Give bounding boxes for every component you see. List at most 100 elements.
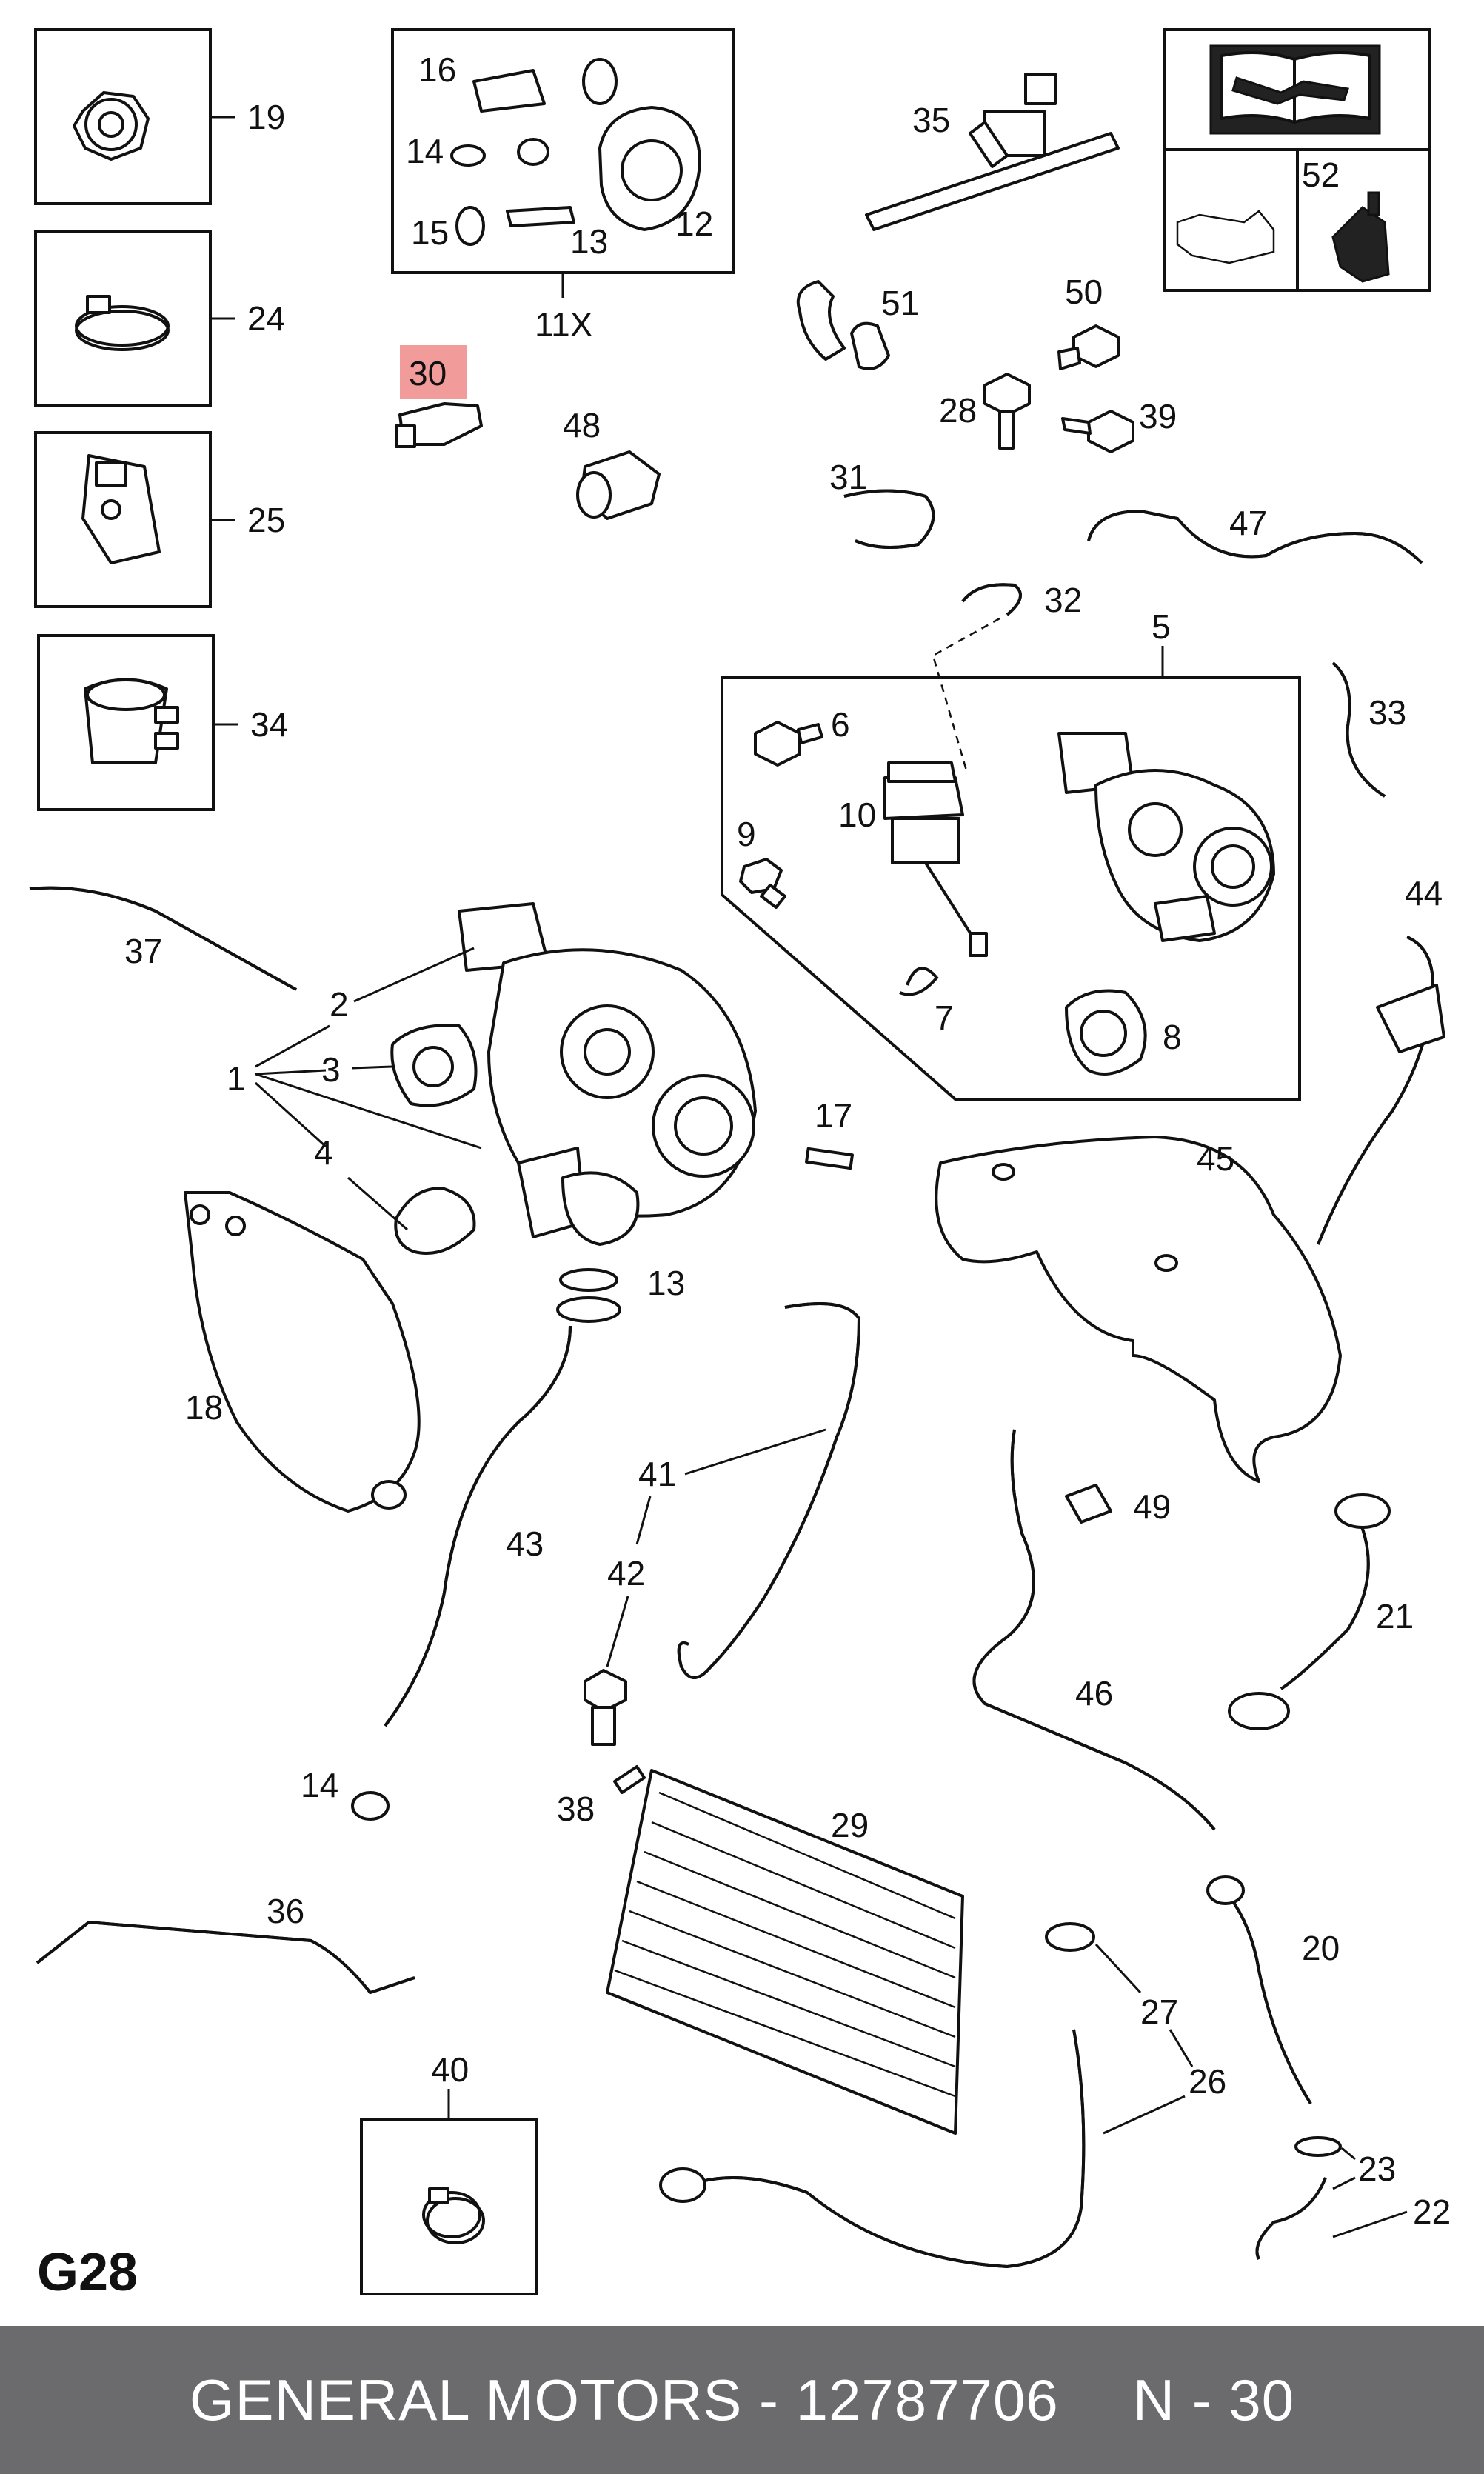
label-12: 12 xyxy=(675,204,713,243)
label-30: 30 xyxy=(409,354,447,393)
hose-37-icon xyxy=(29,886,297,991)
label-46: 46 xyxy=(1075,1674,1113,1713)
hose-20-icon xyxy=(1228,1895,1312,2105)
label-13: 13 xyxy=(647,1264,685,1302)
bolt-28-icon xyxy=(983,373,1031,450)
washer-14-icon xyxy=(351,1791,390,1821)
kit-5-box xyxy=(721,676,1301,1101)
footer-banner: GENERAL MOTORS - 12787706 N - 30 xyxy=(0,2326,1484,2474)
label-23: 23 xyxy=(1358,2150,1396,2188)
sensor-30-icon xyxy=(395,402,483,448)
clip-49-icon xyxy=(1065,1484,1112,1524)
clip-nut-icon xyxy=(81,454,161,564)
hose-clamp-icon xyxy=(75,295,170,351)
label-48: 48 xyxy=(563,406,601,444)
hose-22-icon xyxy=(1255,2177,1327,2260)
label-20: 20 xyxy=(1302,1929,1340,1967)
label-33: 33 xyxy=(1368,693,1406,732)
gasket-3-icon xyxy=(390,1024,478,1107)
label-7: 7 xyxy=(935,998,954,1037)
label-13-kit: 13 xyxy=(570,222,608,261)
turbo-kit-icon xyxy=(1057,732,1275,942)
label-11x: 11X xyxy=(535,305,592,344)
label-28: 28 xyxy=(939,391,977,430)
label-9: 9 xyxy=(737,815,756,853)
heat-shield-18-icon xyxy=(184,1191,421,1513)
label-43: 43 xyxy=(506,1524,544,1563)
label-25: 25 xyxy=(247,501,285,539)
label-8: 8 xyxy=(1163,1018,1182,1056)
highlight-30 xyxy=(400,345,467,399)
label-50: 50 xyxy=(1065,273,1103,311)
label-17: 17 xyxy=(815,1096,852,1135)
label-16: 16 xyxy=(418,50,456,89)
bracket-clamp-icon xyxy=(84,678,179,764)
label-32: 32 xyxy=(1044,581,1082,619)
hose-41-icon xyxy=(677,1302,861,1679)
gasket-set-icon xyxy=(450,58,701,246)
label-38: 38 xyxy=(557,1790,595,1828)
section-code: G28 xyxy=(37,2243,138,2302)
label-29: 29 xyxy=(831,1806,869,1844)
stud-17-icon xyxy=(805,1147,854,1170)
label-26: 26 xyxy=(1189,2062,1226,2101)
clamp-23-icon xyxy=(1294,2136,1342,2157)
bolt-39-icon xyxy=(1061,410,1134,453)
label-15: 15 xyxy=(411,213,449,252)
footer-separator: - xyxy=(759,2367,779,2433)
label-47: 47 xyxy=(1229,504,1267,542)
screw-38-icon xyxy=(613,1765,646,1794)
label-36: 36 xyxy=(267,1892,304,1930)
label-49: 49 xyxy=(1133,1487,1171,1526)
label-52: 52 xyxy=(1302,156,1340,194)
sealant-bottle-icon xyxy=(1331,191,1390,283)
flange-nut-icon xyxy=(73,91,150,161)
label-39: 39 xyxy=(1139,397,1177,436)
label-10: 10 xyxy=(838,796,876,834)
box-40 xyxy=(360,2118,538,2295)
engine-outline-icon xyxy=(1176,210,1275,264)
actuator-10-icon xyxy=(883,761,988,957)
clamp-21-icon xyxy=(1228,1692,1290,1730)
footer-position: N - 30 xyxy=(1132,2367,1295,2433)
bolt-9-icon xyxy=(739,858,786,909)
footer-brand: GENERAL MOTORS xyxy=(189,2367,743,2433)
label-40: 40 xyxy=(431,2050,469,2089)
label-45: 45 xyxy=(1197,1139,1234,1178)
parts-diagram: 19 24 25 34 16 14 15 13 12 11X xyxy=(29,28,1451,2302)
banjo-bolt-42-icon xyxy=(584,1669,627,1746)
label-34: 34 xyxy=(250,705,288,744)
gasket-13-bottom-icon xyxy=(556,1296,621,1323)
hose-31-icon xyxy=(843,489,935,549)
gasket-4-icon xyxy=(394,1187,476,1255)
label-41: 41 xyxy=(638,1455,676,1493)
label-14: 14 xyxy=(301,1766,338,1804)
label-2: 2 xyxy=(330,985,349,1024)
gasket-8-icon xyxy=(1065,989,1147,1076)
clamp-40-icon xyxy=(422,2187,485,2244)
label-24: 24 xyxy=(247,299,285,338)
repair-manual-icon xyxy=(1209,44,1381,135)
label-42: 42 xyxy=(607,1554,645,1593)
box-34 xyxy=(37,634,215,811)
label-6: 6 xyxy=(831,705,850,744)
label-35: 35 xyxy=(912,101,950,139)
bracket-44-icon xyxy=(1376,984,1445,1053)
fitting-48-icon xyxy=(576,450,661,520)
clip-7-icon xyxy=(899,967,939,996)
bolt-50-icon xyxy=(1057,324,1120,370)
label-51: 51 xyxy=(881,284,919,322)
gasket-13-top-icon xyxy=(559,1268,618,1292)
clamp-27-icon xyxy=(1045,1922,1095,1952)
footer-part-number: 12787706 xyxy=(795,2367,1059,2433)
label-5: 5 xyxy=(1152,607,1171,646)
label-31: 31 xyxy=(829,458,867,496)
hose-21-icon xyxy=(1280,1510,1370,1690)
clip-51-icon xyxy=(796,280,890,370)
label-22: 22 xyxy=(1413,2193,1451,2231)
label-19: 19 xyxy=(247,98,285,136)
label-14-kit: 14 xyxy=(406,132,444,170)
turbocharger-1-icon xyxy=(458,902,757,1246)
label-44: 44 xyxy=(1405,874,1443,913)
heat-shield-45-icon xyxy=(935,1136,1342,1483)
